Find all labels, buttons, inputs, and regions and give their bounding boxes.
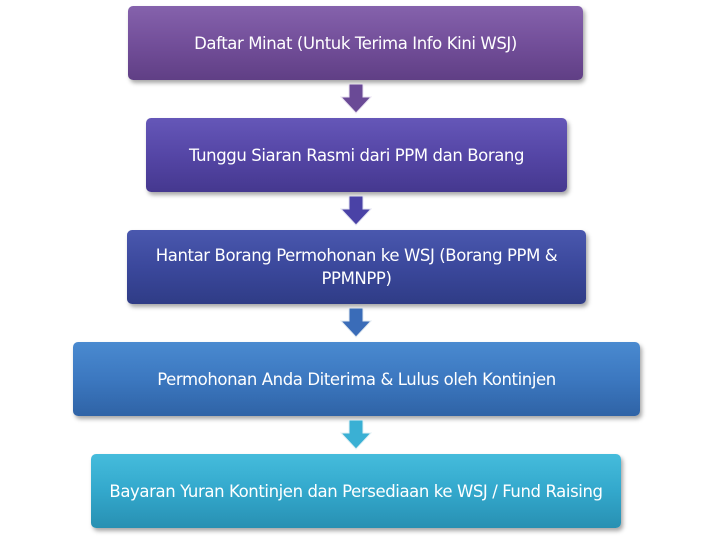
step-5-box: Bayaran Yuran Kontinjen dan Persediaan k… [91,454,621,528]
step-1-label: Daftar Minat (Untuk Terima Info Kini WSJ… [194,33,517,53]
arrow-down-icon [340,84,372,114]
step-1-box: Daftar Minat (Untuk Terima Info Kini WSJ… [128,6,583,80]
step-5-label: Bayaran Yuran Kontinjen dan Persediaan k… [109,481,603,501]
step-2-label: Tunggu Siaran Rasmi dari PPM dan Borang [188,145,525,165]
step-4-label: Permohonan Anda Diterima & Lulus oleh Ko… [157,369,556,389]
step-4-box: Permohonan Anda Diterima & Lulus oleh Ko… [73,342,640,416]
step-2-box: Tunggu Siaran Rasmi dari PPM dan Borang [146,118,567,192]
arrow-down-icon [340,420,372,450]
step-3-box: Hantar Borang Permohonan ke WSJ (Borang … [127,230,586,304]
step-3-label: Hantar Borang Permohonan ke WSJ (Borang … [155,246,558,288]
arrow-down-icon [340,196,372,226]
arrow-down-icon [340,308,372,338]
